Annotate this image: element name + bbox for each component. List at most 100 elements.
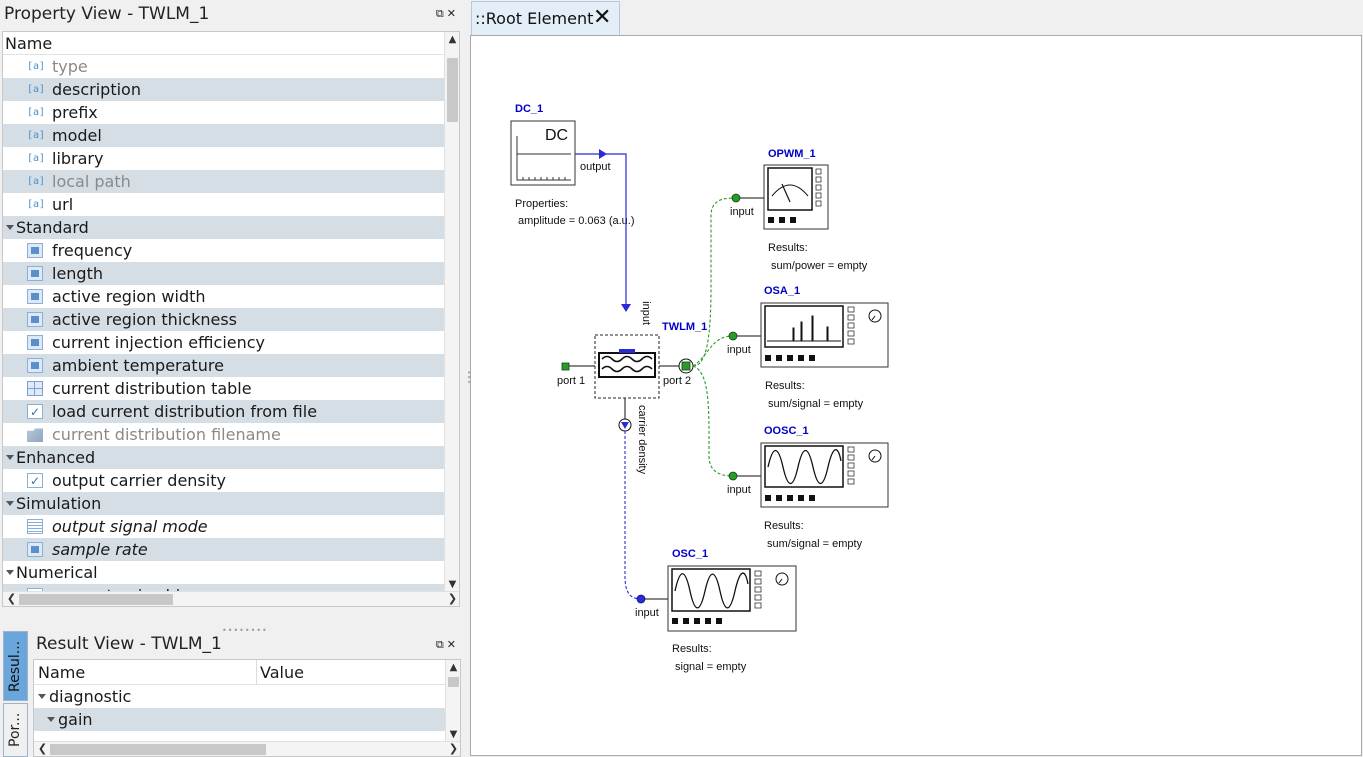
parameter-icon — [27, 335, 43, 350]
electrical-wire-dc-to-twlm[interactable] — [575, 149, 631, 312]
property-horizontal-scrollbar[interactable]: ❮ ❯ — [3, 591, 459, 606]
property-tree-header[interactable]: Name — [3, 32, 446, 55]
column-header-value[interactable]: Value — [260, 663, 304, 682]
twlm-amplifier-block[interactable]: TWLM_1 input port 1 port 2 carrier densi… — [557, 301, 707, 474]
result-row-diagnostic[interactable]: diagnostic — [34, 685, 447, 708]
osc-oscilloscope-block[interactable]: OSC_1 input Results: signal = empty — [635, 548, 797, 673]
twlm-port2-label: port 2 — [663, 375, 691, 387]
column-header-name[interactable]: Name — [38, 663, 86, 682]
property-row[interactable]: output signal mode — [3, 515, 446, 538]
scroll-thumb[interactable] — [50, 744, 266, 755]
tab-result-view[interactable]: Resul... — [3, 631, 28, 701]
property-label: load current distribution from file — [52, 402, 318, 421]
property-label: url — [52, 195, 74, 214]
property-vertical-scrollbar[interactable]: ▲ ▼ — [444, 32, 459, 593]
property-label: model — [52, 126, 102, 145]
panel-splitter-handle[interactable]: •••••••• — [222, 626, 268, 635]
property-row[interactable]: [a]url — [3, 193, 446, 216]
property-row[interactable]: output carrier density — [3, 469, 446, 493]
opwm-power-meter-block[interactable]: OPWM_1 input Results: sum/power = empty — [730, 148, 868, 272]
scroll-left-arrow-icon[interactable]: ❮ — [37, 742, 48, 755]
close-icon[interactable]: ✕ — [593, 5, 612, 30]
scroll-up-arrow-icon[interactable]: ▲ — [449, 662, 458, 673]
dc-properties-title: Properties: — [515, 198, 568, 210]
property-row[interactable]: current injection efficiency — [3, 331, 446, 354]
scroll-thumb[interactable] — [19, 594, 173, 605]
property-row[interactable]: active region thickness — [3, 308, 446, 331]
parameter-icon — [27, 243, 43, 258]
property-row[interactable]: [a]local path — [3, 170, 446, 193]
property-row[interactable]: sample rate — [3, 538, 446, 561]
property-category-label: Standard — [16, 218, 89, 237]
property-row[interactable]: [a]model — [3, 124, 446, 147]
property-tree[interactable]: Name [a] type [a] description [a]prefix[a]mo… — [2, 31, 460, 607]
parameter-icon — [27, 312, 43, 327]
scroll-down-arrow-icon[interactable]: ▼ — [449, 729, 458, 740]
scroll-up-arrow-icon[interactable]: ▲ — [448, 34, 457, 45]
property-view-window-buttons[interactable]: ⧉✕ — [435, 7, 459, 20]
property-label: output signal mode — [52, 517, 208, 536]
property-label: active region thickness — [52, 310, 237, 329]
twlm-port1-label: port 1 — [557, 375, 585, 387]
column-divider[interactable] — [256, 660, 257, 685]
osa-input-port-label: input — [727, 344, 751, 356]
property-row[interactable]: frequency — [3, 239, 446, 262]
property-label: type — [52, 57, 88, 76]
property-category-label: Enhanced — [16, 448, 96, 467]
result-tree[interactable]: Name Value diagnostic gain ▲ ▼ ❮ ❯ — [33, 659, 461, 757]
electrical-wire-twlm-to-osc[interactable] — [624, 431, 642, 600]
property-label: description — [52, 80, 141, 99]
property-row[interactable]: [a] type — [3, 55, 446, 78]
scroll-left-arrow-icon[interactable]: ❮ — [6, 592, 17, 605]
property-row[interactable]: active region width — [3, 285, 446, 308]
dc-properties-value: amplitude = 0.063 (a.u.) — [518, 215, 635, 227]
property-category-row[interactable]: Enhanced — [3, 446, 446, 469]
table-icon — [27, 381, 43, 396]
property-row[interactable]: load current distribution from file — [3, 400, 446, 424]
expand-arrow-icon[interactable] — [38, 694, 46, 699]
string-icon: [a] — [27, 84, 46, 95]
scroll-thumb[interactable] — [447, 58, 458, 122]
expand-arrow-icon[interactable] — [47, 717, 55, 722]
property-row[interactable]: [a] description — [3, 78, 446, 101]
optical-wire-twlm-to-opwm[interactable] — [692, 197, 735, 367]
scroll-right-arrow-icon[interactable]: ❯ — [447, 592, 458, 605]
vertical-splitter-handle[interactable]: ••• — [464, 370, 473, 385]
property-row[interactable]: current distribution filename — [3, 423, 446, 446]
result-horizontal-scrollbar[interactable]: ❮ ❯ — [34, 741, 460, 756]
scroll-thumb[interactable] — [448, 677, 459, 687]
result-row-gain[interactable]: gain — [34, 708, 447, 731]
property-row[interactable]: [a]library — [3, 147, 446, 170]
dc-source-block[interactable]: DC_1 DC output Properties: amplitude = 0… — [510, 103, 635, 227]
string-icon: [a] — [27, 61, 46, 72]
osa-results-title: Results: — [765, 380, 805, 392]
property-category-row[interactable]: Standard — [3, 216, 446, 239]
property-category-label: Numerical — [16, 563, 98, 582]
column-header-name[interactable]: Name — [5, 34, 53, 53]
parameter-icon — [27, 542, 43, 557]
twlm-name-label: TWLM_1 — [662, 321, 707, 333]
osa-name-label: OSA_1 — [764, 285, 800, 297]
tab-port-view[interactable]: Por... — [3, 703, 28, 757]
optical-wire-twlm-to-oosc[interactable] — [692, 365, 734, 477]
result-tree-header[interactable]: Name Value — [34, 660, 447, 685]
osa-spectrum-analyzer-block[interactable]: OSA_1 input Results: sum/signal = empty — [727, 285, 889, 410]
property-row[interactable]: current distribution table — [3, 377, 446, 400]
result-view-window-buttons[interactable]: ⧉✕ — [435, 638, 459, 651]
tab-root-element[interactable]: ::Root Element ✕ — [471, 1, 620, 35]
property-label: ambient temperature — [52, 356, 224, 375]
property-category-row[interactable]: Numerical — [3, 561, 446, 584]
scroll-down-arrow-icon[interactable]: ▼ — [448, 579, 457, 590]
property-row[interactable]: [a]prefix — [3, 101, 446, 124]
optical-wire-twlm-to-osa[interactable] — [692, 335, 734, 367]
result-row-label: gain — [58, 710, 93, 729]
result-vertical-scrollbar[interactable]: ▲ ▼ — [445, 660, 460, 743]
property-row[interactable]: ambient temperature — [3, 354, 446, 377]
oosc-optical-oscilloscope-block[interactable]: OOSC_1 input Results: sum/signal = empty — [727, 425, 889, 550]
property-row[interactable]: length — [3, 262, 446, 285]
property-view-title: Property View - TWLM_1 — [4, 4, 210, 24]
oosc-name-label: OOSC_1 — [764, 425, 809, 437]
scroll-right-arrow-icon[interactable]: ❯ — [448, 742, 459, 755]
property-category-row[interactable]: Simulation — [3, 492, 446, 515]
schematic-canvas[interactable]: DC_1 DC output Properties: amplitude = 0… — [470, 35, 1362, 756]
